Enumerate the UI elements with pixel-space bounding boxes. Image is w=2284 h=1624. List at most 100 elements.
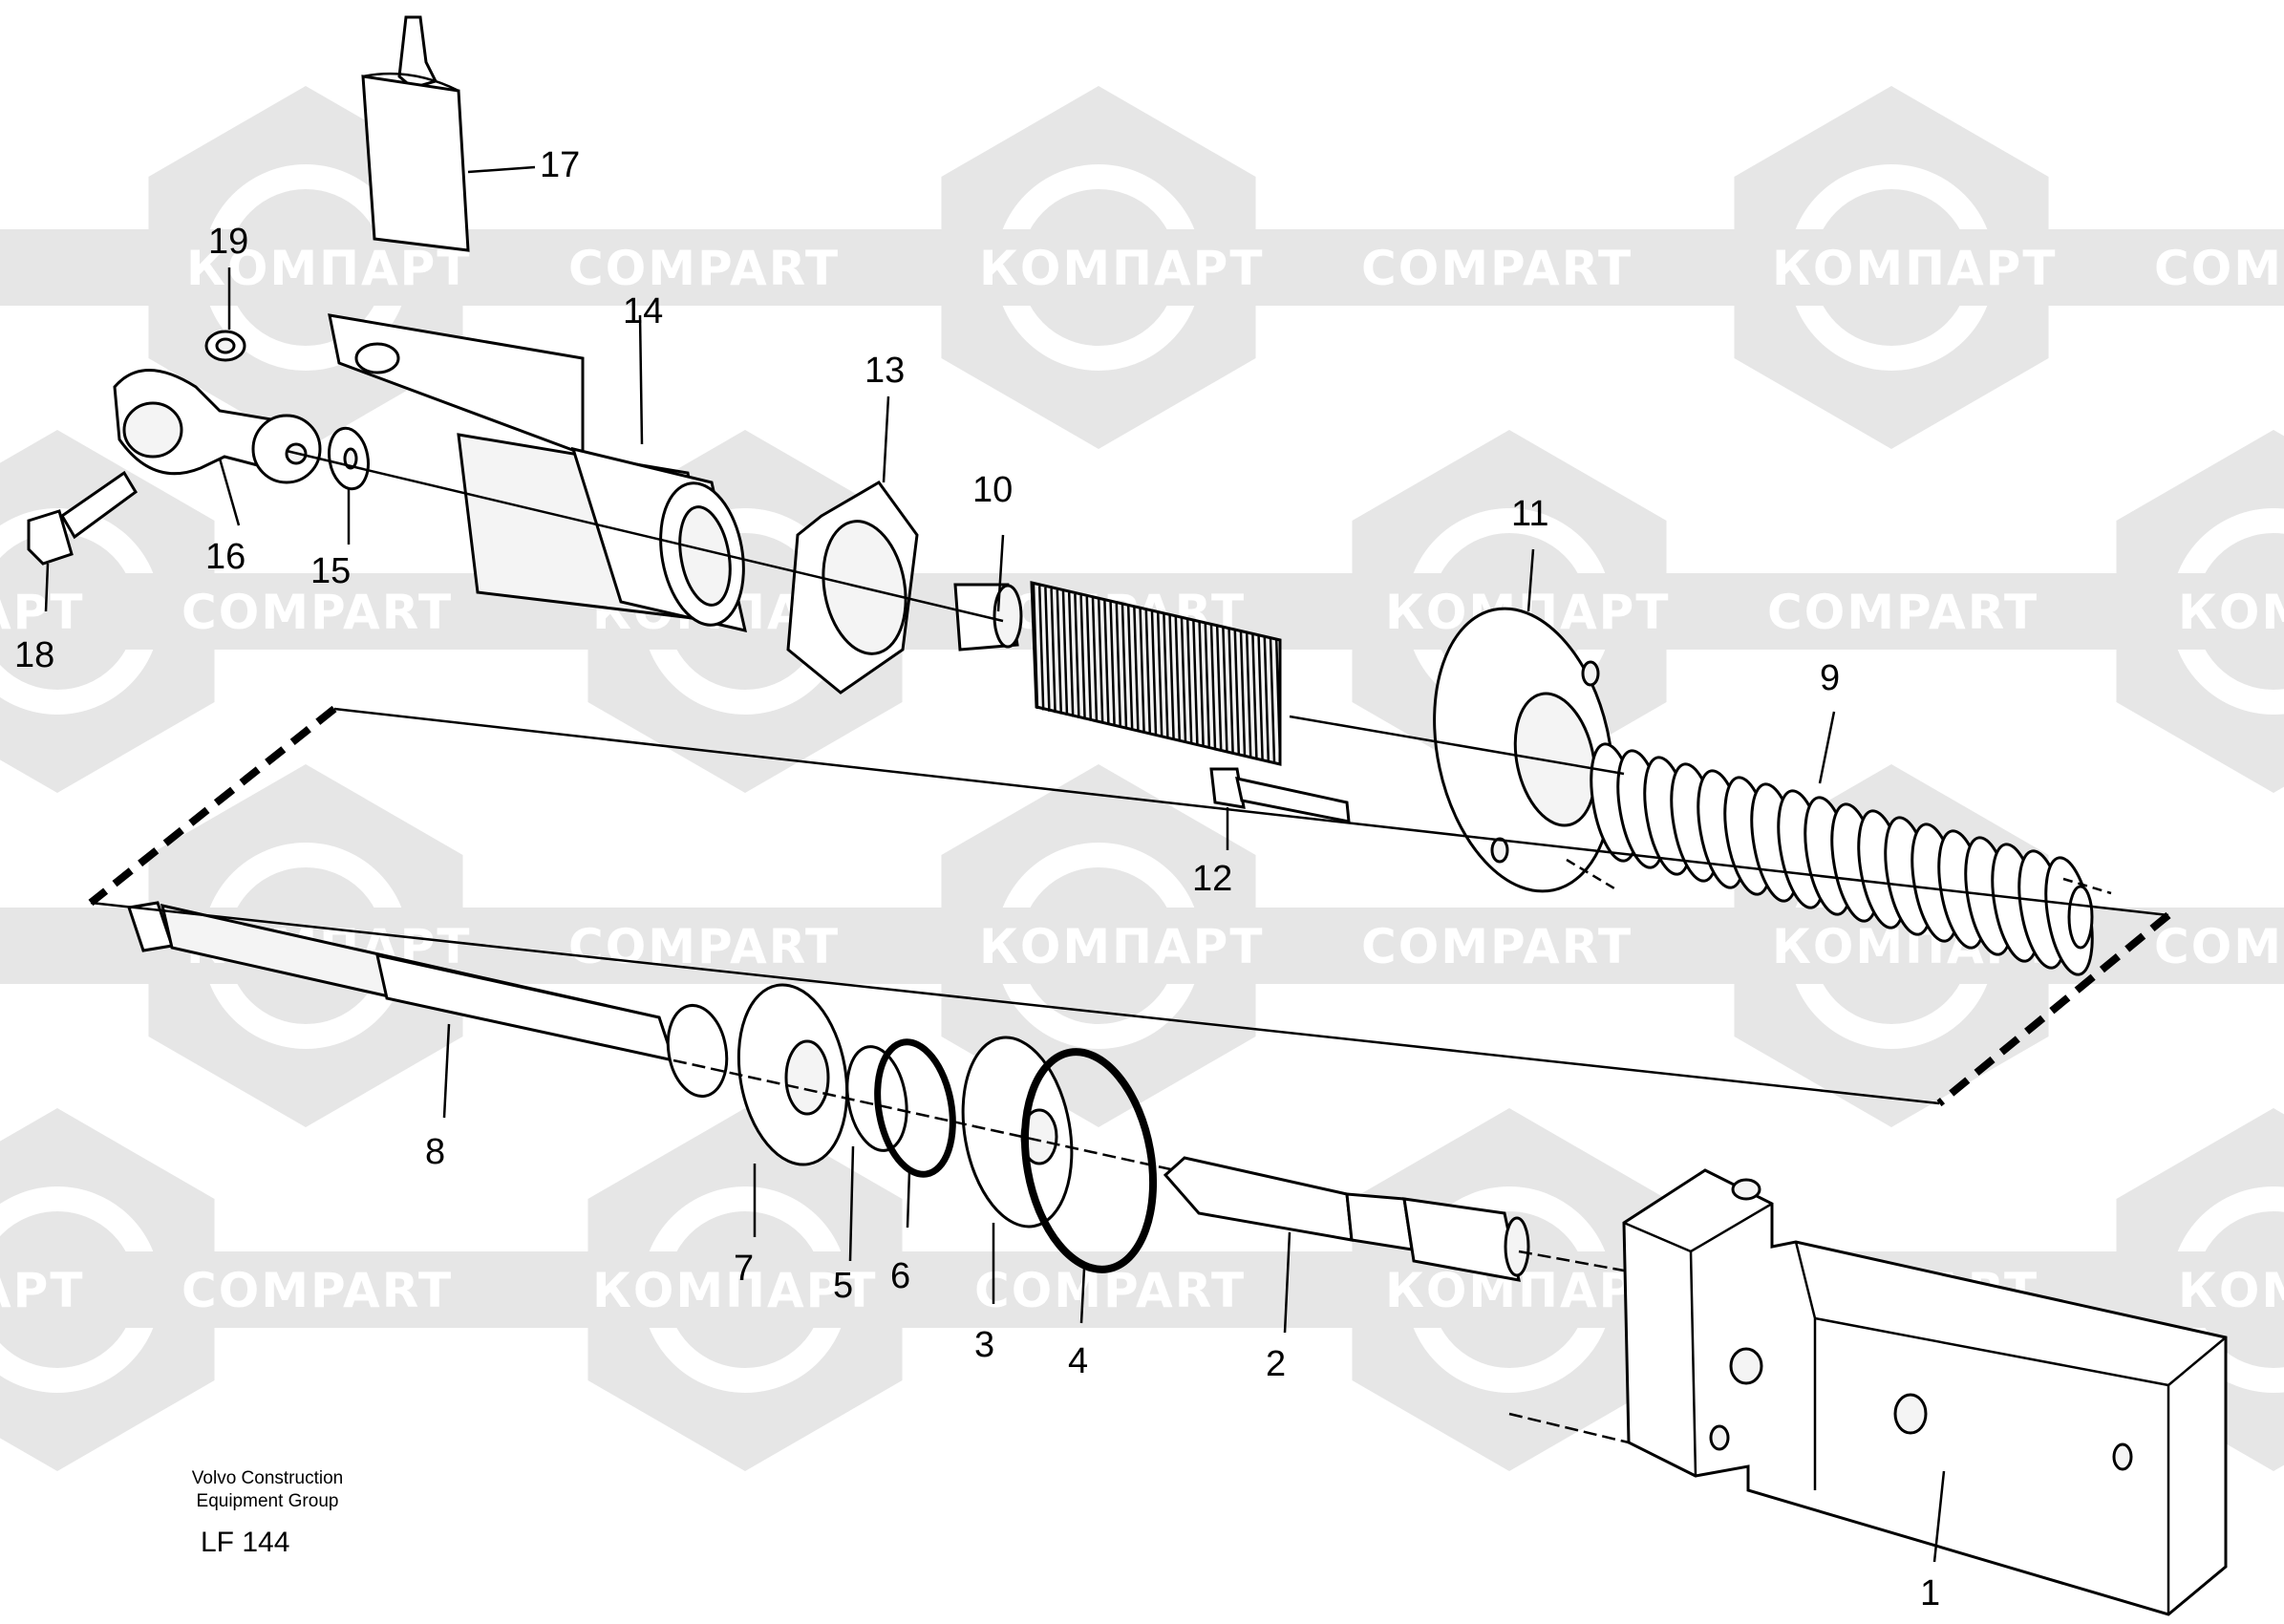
thread-line [1233,630,1241,755]
thread-line [1163,613,1169,738]
callout-18: 18 [14,635,54,675]
part-6-o-ring [874,1038,956,1178]
thread-line [1061,590,1069,716]
callout-5: 5 [833,1266,853,1306]
thread-line [1257,635,1264,760]
watermark-text-ru: КОМПАРТ [186,241,471,296]
watermark-text-ru: КОМПАРТ [592,1263,877,1318]
callout-13: 13 [865,351,905,391]
watermark-text-en: COMPART [1361,919,1633,974]
thread-line [1192,620,1199,745]
callout-6: 6 [890,1256,910,1296]
thread-line [1185,619,1193,744]
thread-line [1044,587,1051,712]
watermark-text-ru: КОМПАРТ [2178,1263,2284,1318]
thread-line [1168,615,1175,740]
part-17-sealant-tube [361,15,470,252]
watermark-text-ru: КОМПАРТ [2178,585,2284,640]
watermark-text-ru: КОМПАРТ [979,919,1264,974]
thread-line [1103,600,1110,725]
watermark-text-en: COMPART [1767,585,2039,640]
drawing-code: LF 144 [201,1527,290,1558]
assembly-axis-lines [88,449,2171,1444]
thread-line [1085,596,1093,721]
watermark-text-ru: КОМПАРТ [1772,241,2057,296]
thread-line [1074,593,1080,718]
thread-line [1274,639,1282,764]
part-2-pin [1163,1156,1530,1282]
part-14-bracket-tube [328,313,747,632]
part-11-threaded-flange [1030,581,1614,893]
thread-line [1245,632,1252,758]
callout-11: 11 [1511,494,1548,534]
thread-line [1126,606,1134,731]
thread-line [1204,623,1211,748]
thread-line [1079,595,1086,720]
thread-line [1067,592,1075,717]
thread-line [1115,603,1122,728]
thread-line [1056,589,1063,715]
callout-7: 7 [734,1249,754,1289]
callout-17: 17 [540,145,580,185]
watermark-text-en: COMPART [181,585,453,640]
callout-4: 4 [1068,1341,1088,1381]
thread-line [1091,597,1099,723]
watermark-banner [0,229,2284,306]
watermark-text-ru: КОМПАРТ [1385,1263,1670,1318]
thread-line [1050,588,1057,714]
company-name-line1: Volvo Construction [191,1468,344,1488]
part-18-bolt [27,470,138,566]
part-3-piston [961,1036,1074,1229]
callout-8: 8 [425,1132,445,1172]
part-7-washer [736,983,849,1166]
callout-19: 19 [208,222,248,262]
spring-end [2067,885,2094,950]
title-block: Volvo Construction Equipment Group LF 14… [143,1467,392,1559]
thread-line [1174,616,1182,741]
thread-line [1144,609,1152,735]
thread-line [1121,604,1128,730]
thread-line [1037,586,1045,711]
thread-line [1097,599,1104,724]
callout-3: 3 [974,1325,994,1365]
watermark-text-ru: КОМПАРТ [979,241,1264,296]
watermark-text-en: COMPART [181,1263,453,1318]
thread-line [1251,633,1258,759]
thread-line [1156,612,1163,737]
part-7-slotted-nut [666,1003,729,1099]
watermark-text-ru: КОМПАРТ [0,585,84,640]
thread-line [1215,626,1223,751]
thread-line [1133,607,1140,732]
parts-drawing [27,15,2228,1616]
thread-line [1263,636,1270,761]
watermark-text-en: COMPART [2154,919,2284,974]
callout-1: 1 [1920,1573,1940,1613]
thread-line [1239,630,1247,757]
callout-14: 14 [623,291,663,331]
callout-12: 12 [1192,859,1232,899]
part-10-sleeve [953,583,1023,652]
part-9-spring [1590,742,2094,976]
watermark-layer: КОМПАРТ COMPART КОМПАРТ COMPART КОМПАРТ COMPA… [0,86,2284,1471]
callout-2: 2 [1266,1344,1286,1384]
callout-labels: 1 2 3 4 5 6 7 8 9 10 11 12 13 14 15 16 1… [14,145,1940,1613]
thread-line [1139,609,1145,734]
watermark-text-en: COMPART [2154,241,2284,296]
callout-10: 10 [972,470,1013,510]
thread-line [1269,637,1276,763]
watermark-text-ru: КОМПАРТ [0,1263,84,1318]
thread-line [1209,624,1217,750]
leader-lines [44,165,1946,1563]
part-12-screw [1209,767,1351,823]
thread-line [1222,627,1228,752]
part-4-seal-ring [1020,1048,1158,1273]
thread-line [1227,629,1234,754]
part-16-rod-end [113,369,322,484]
thread-line [1150,610,1158,737]
callout-9: 9 [1820,658,1840,698]
thread-line [1109,602,1116,727]
part-1-housing [1622,1168,2228,1616]
thread-line [1032,584,1039,710]
watermark-text-en: COMPART [568,241,840,296]
